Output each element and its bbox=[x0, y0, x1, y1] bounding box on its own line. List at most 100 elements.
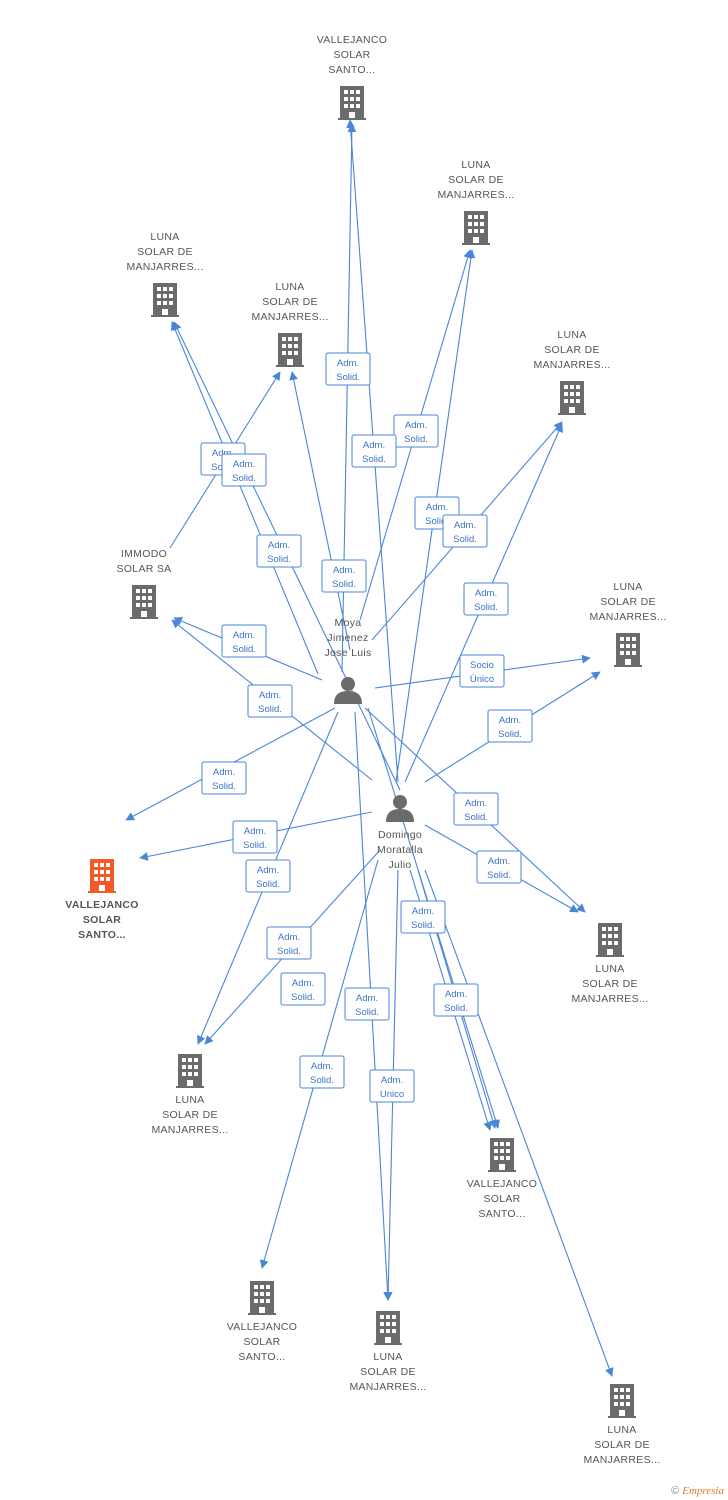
relation-label-line: Solid. bbox=[310, 1075, 334, 1086]
relation-label-line: Solid. bbox=[243, 840, 267, 851]
relation-badge[interactable]: Adm. Solid. bbox=[299, 1055, 345, 1089]
relation-label-line: Adm. bbox=[212, 448, 234, 459]
node-label-line: SANTO... bbox=[478, 1208, 525, 1220]
relation-badge[interactable]: Adm.Solid. bbox=[463, 582, 509, 616]
node-label-line: SANTO... bbox=[328, 64, 375, 76]
relation-badge[interactable]: Adm.Solid. bbox=[321, 559, 367, 593]
node-label-line: MANJARRES... bbox=[589, 611, 666, 623]
node-label-line: MANJARRES... bbox=[251, 311, 328, 323]
relation-label-line: Solid. bbox=[258, 704, 282, 715]
relation-badge-box bbox=[232, 820, 278, 854]
edge-1 bbox=[289, 371, 351, 651]
node-label-line: LUNA bbox=[461, 159, 490, 171]
relation-badge[interactable]: Adm.Solid. bbox=[221, 624, 267, 658]
relation-badge[interactable]: Adm.Solid. bbox=[476, 850, 522, 884]
relation-label-line: Solid. bbox=[336, 372, 360, 383]
relation-badge[interactable]: Adm. Solid. bbox=[256, 534, 302, 568]
relation-badge[interactable]: Adm. Solid. bbox=[487, 709, 533, 743]
node-label-line: SOLAR DE bbox=[582, 978, 638, 990]
company-node[interactable]: VALLEJANCOSOLARSANTO... bbox=[227, 1281, 298, 1363]
building-icon bbox=[558, 381, 586, 415]
building-icon bbox=[248, 1281, 276, 1315]
node-label-line: MANJARRES... bbox=[151, 1124, 228, 1136]
relation-label-line: Adm. bbox=[268, 540, 290, 551]
building-icon bbox=[276, 333, 304, 367]
brand-logo[interactable]: Empresia bbox=[682, 1485, 724, 1497]
relation-label-line: Solid. bbox=[498, 729, 522, 740]
relation-label-line: Adm. bbox=[311, 1061, 333, 1072]
node-label-line: LUNA bbox=[613, 581, 642, 593]
relation-label-line: Solid. bbox=[444, 1003, 468, 1014]
relation-badge-box bbox=[201, 761, 247, 795]
relation-label-line: Adm. bbox=[405, 420, 427, 431]
company-node[interactable]: VALLEJANCOSOLARSANTO... bbox=[467, 1138, 538, 1220]
node-label-line: SANTO... bbox=[78, 929, 126, 941]
building-icon bbox=[338, 86, 366, 120]
edges-layer bbox=[125, 119, 614, 1377]
relation-badge-box bbox=[280, 972, 326, 1006]
relation-label-line: Solid. bbox=[267, 554, 291, 565]
relation-badge[interactable]: Adm.Solid. bbox=[442, 514, 488, 548]
relation-badge[interactable]: Adm.Solid. bbox=[245, 859, 291, 893]
relation-label-line: Adm. bbox=[292, 978, 314, 989]
relation-badge[interactable]: Adm.Solid. bbox=[433, 983, 479, 1017]
relation-label-line: Adm. bbox=[499, 715, 521, 726]
relation-label-line: Solid. bbox=[232, 473, 256, 484]
company-node[interactable]: VALLEJANCOSOLARSANTO... bbox=[317, 34, 388, 120]
relation-badge[interactable]: Adm.Solid. bbox=[221, 453, 267, 487]
relation-badge[interactable]: Adm.Solid. bbox=[232, 820, 278, 854]
relation-label-line: Solid. bbox=[411, 920, 435, 931]
relation-label-line: Adm. bbox=[475, 588, 497, 599]
main-company-node[interactable]: VALLEJANCOSOLARSANTO... bbox=[65, 859, 138, 941]
node-label-line: LUNA bbox=[595, 963, 624, 975]
relation-badge[interactable]: Adm.Solid. bbox=[247, 684, 293, 718]
relation-badge[interactable]: Adm.Unico bbox=[369, 1069, 415, 1103]
relation-badge[interactable]: Adm.Solid. bbox=[351, 434, 397, 468]
node-label-line: SOLAR DE bbox=[360, 1366, 416, 1378]
relation-badge-box bbox=[256, 534, 302, 568]
relation-label-line: Adm. bbox=[278, 932, 300, 943]
node-label-line: SOLAR bbox=[333, 49, 370, 61]
node-label-line: LUNA bbox=[373, 1351, 402, 1363]
relation-badge[interactable]: Adm.Solid. bbox=[325, 352, 371, 386]
relation-label-line: Adm. bbox=[363, 440, 385, 451]
relation-badge[interactable]: Adm.Solid. bbox=[400, 900, 446, 934]
relation-badge-box bbox=[299, 1055, 345, 1089]
relation-badge-box bbox=[459, 654, 505, 688]
relation-badge[interactable]: Adm.Solid. bbox=[280, 972, 326, 1006]
relation-badge[interactable]: Adm.Solid. bbox=[393, 414, 439, 448]
relation-label-line: Adm. bbox=[333, 565, 355, 576]
relation-label-line: Adm. bbox=[465, 798, 487, 809]
node-label-line: LUNA bbox=[175, 1094, 204, 1106]
node-label-line: SOLAR DE bbox=[137, 246, 193, 258]
relation-label-line: Socio bbox=[470, 660, 494, 671]
relation-badge[interactable]: Adm.Solid. bbox=[266, 926, 312, 960]
relation-label-line: Unico bbox=[380, 1089, 404, 1100]
node-label-line: SOLAR DE bbox=[544, 344, 600, 356]
node-label-line: SOLAR SA bbox=[117, 563, 172, 575]
relation-badge-box bbox=[400, 900, 446, 934]
relation-label-line: Solid. bbox=[212, 781, 236, 792]
relation-badge[interactable]: Adm. Solid. bbox=[453, 792, 499, 826]
relation-badge-box bbox=[351, 434, 397, 468]
node-label-line: SANTO... bbox=[238, 1351, 285, 1363]
relation-badge[interactable]: Adm.Solid. bbox=[201, 761, 247, 795]
building-icon bbox=[462, 211, 490, 245]
relation-label-line: Solid. bbox=[453, 534, 477, 545]
relation-badge[interactable]: Adm.Solid. bbox=[344, 987, 390, 1021]
relation-label-line: Solid. bbox=[464, 812, 488, 823]
